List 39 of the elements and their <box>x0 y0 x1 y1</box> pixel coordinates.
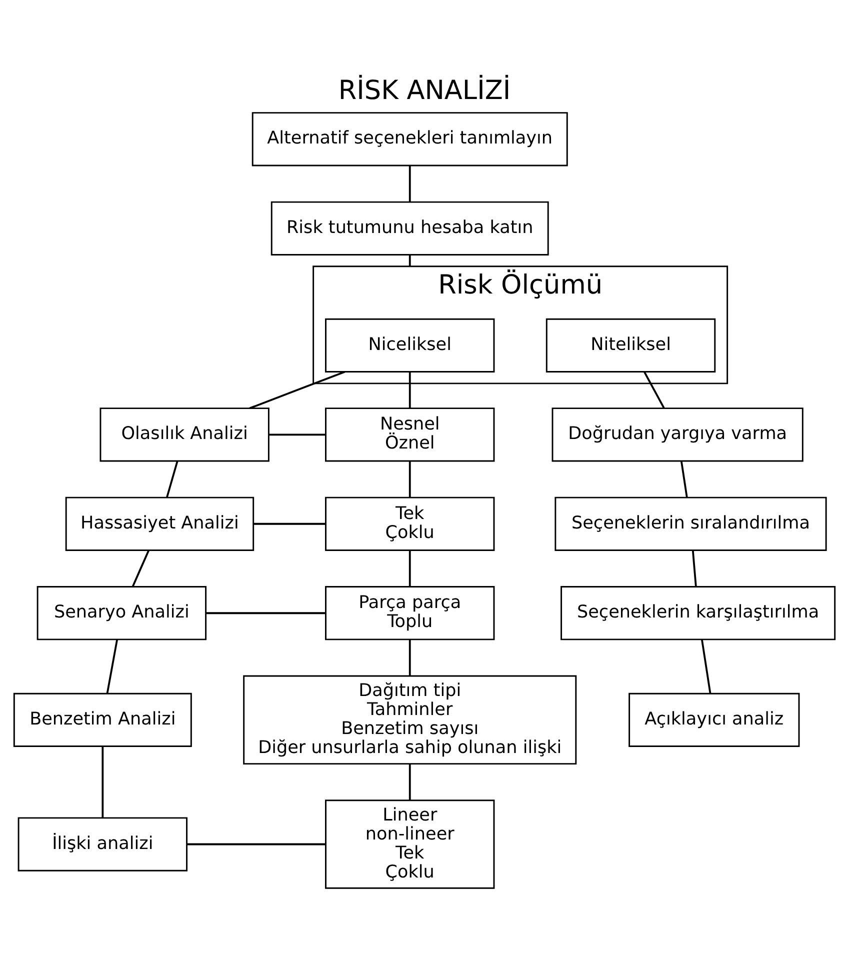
node-box: Tek Çoklu <box>325 496 495 551</box>
connector <box>408 640 411 676</box>
node-box: Hassasiyet Analizi <box>65 496 254 551</box>
connector <box>187 843 326 846</box>
node-box: Nesnel Öznel <box>325 408 495 462</box>
node-box: Parça parça Toplu <box>325 586 495 640</box>
node-box: Alternatif seçenekleri tanımlayın <box>252 112 568 166</box>
node-box: Niteliksel <box>546 318 716 372</box>
connector <box>408 255 411 266</box>
connector <box>269 434 326 436</box>
node-box: Risk tutumunu hesaba katın <box>270 201 549 256</box>
node-box: Senaryo Analizi <box>36 586 207 640</box>
connector <box>249 370 346 410</box>
diagram-title: RİSK ANALİZİ <box>338 76 511 106</box>
connector <box>206 612 326 614</box>
connector <box>102 746 104 818</box>
connector <box>701 640 712 694</box>
connector <box>408 166 411 202</box>
node-box: Benzetim Analizi <box>13 692 192 747</box>
node-box: Dağıtım tipi Tahminler Benzetim sayısı Diğer unsurlarla sahip olunan ilişki <box>243 675 577 765</box>
node-box: Lineer non-lineer Tek Çoklu <box>325 800 495 889</box>
node-box: İlişki analizi <box>18 817 188 872</box>
node-box: Doğrudan yargıya varma <box>552 408 804 462</box>
connector <box>408 461 411 498</box>
node-box: Olasılık Analizi <box>100 408 270 462</box>
connector <box>166 460 178 498</box>
connector <box>408 764 411 800</box>
node-box: Seçeneklerin karşılaştırılma <box>560 586 836 640</box>
node-box: Açıklayıcı analiz <box>628 692 800 747</box>
node-box: Seçeneklerin sıralandırılma <box>554 496 827 551</box>
connector <box>408 372 411 408</box>
connector <box>692 550 697 587</box>
connector <box>132 550 150 587</box>
connector <box>680 460 688 498</box>
connector <box>643 371 665 408</box>
connector <box>408 550 411 586</box>
connector <box>254 522 326 525</box>
node-box: Niceliksel <box>325 318 495 372</box>
connector <box>106 640 118 694</box>
